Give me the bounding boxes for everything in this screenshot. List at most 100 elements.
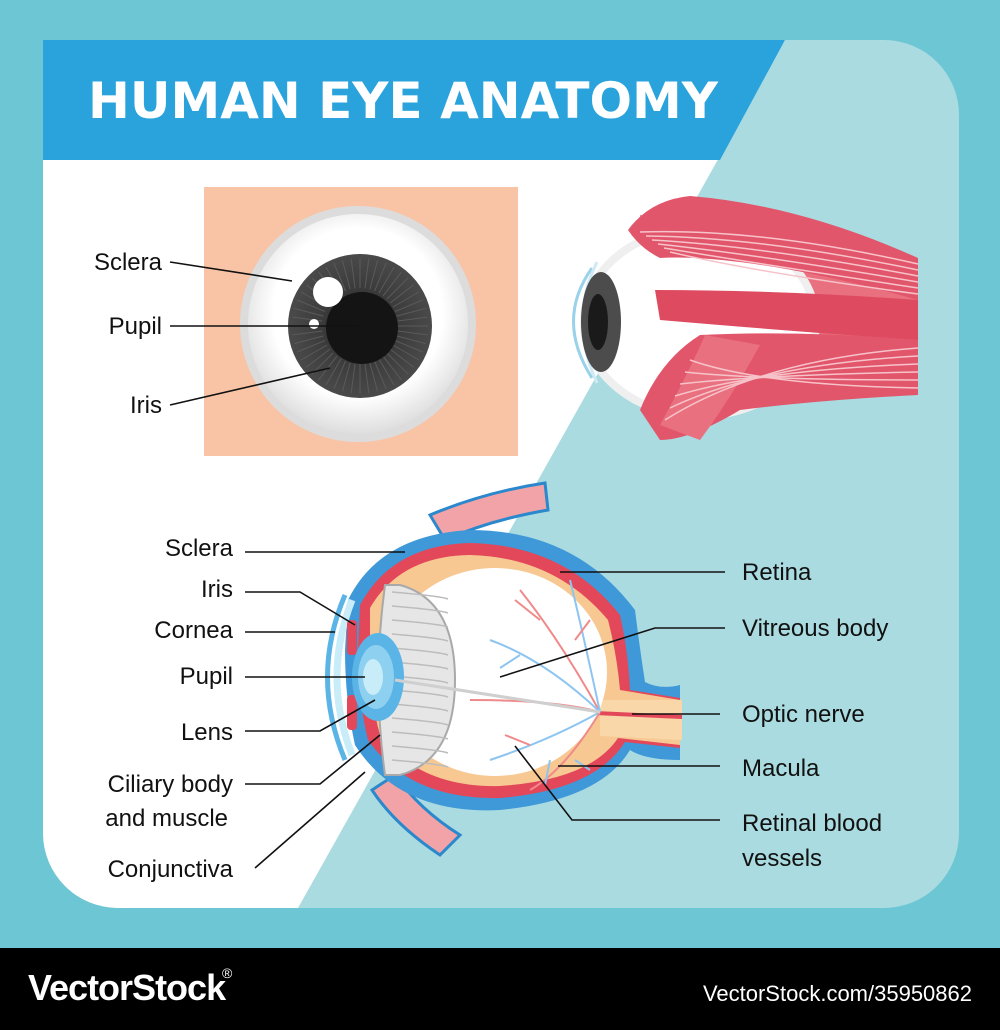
iris-upper [347, 620, 357, 655]
blood-vessel [519, 589, 601, 713]
iris-fiber [296, 299, 326, 312]
muscle-top-fibers [639, 230, 919, 295]
label-conjunctiva: Conjunctiva [108, 856, 234, 883]
blood-vessel [544, 759, 551, 786]
muscle-fiber [684, 371, 919, 381]
muscle-fiber [663, 247, 919, 289]
leader-iris-front [169, 367, 331, 406]
iris-fiber [397, 316, 428, 322]
footer-reg-mark: ® [222, 965, 233, 981]
footer-url: VectorStock.com/35950862 [703, 981, 972, 1006]
ciliary-ribs [391, 591, 449, 768]
iris-fiber [300, 344, 328, 361]
iris-fiber [396, 307, 426, 317]
label-sclera-front: Sclera [94, 249, 163, 276]
blood-vessel [514, 599, 541, 621]
iris-fiber [382, 271, 402, 297]
iris-fiber [369, 260, 379, 290]
label-optic-nerve: Optic nerve [742, 701, 865, 728]
muscle-fiber [689, 359, 919, 389]
label-retinal-vessels-line1: Retinal blood [742, 810, 882, 837]
ciliary-rib [391, 731, 449, 740]
muscle-fiber [651, 239, 919, 277]
leader-retinal-vessels [514, 745, 720, 821]
leader-lens-cs [245, 699, 376, 732]
iris-fiber [364, 363, 370, 394]
iris-fiber [397, 330, 428, 336]
label-ciliary-line1: Ciliary body [108, 771, 233, 798]
highlight-small [309, 319, 319, 329]
label-iris-cs: Iris [201, 576, 233, 603]
blood-vessel [504, 734, 531, 746]
leader-conjunctiva-cs [254, 771, 366, 869]
side-view-eyeball [572, 196, 919, 440]
iris-fiber [364, 258, 370, 289]
optic-nerve-vessel [594, 711, 683, 719]
iris-fiber [333, 262, 346, 292]
blood-vessel [529, 711, 601, 791]
muscle-fiber [669, 251, 919, 295]
iris-fiber [369, 362, 379, 392]
retinal-blood-vessels [394, 579, 601, 791]
iris-fiber [378, 358, 395, 386]
label-macula: Macula [742, 755, 820, 782]
label-lens-cs: Lens [181, 719, 233, 746]
iris-fiber [389, 284, 415, 304]
iris-fiber [396, 335, 426, 345]
optic-nerve-shape [600, 700, 682, 740]
ciliary-rib [391, 759, 449, 768]
leader-ciliary-cs [245, 734, 381, 785]
footer-bar [0, 948, 1000, 1030]
cornea-side [572, 267, 594, 379]
blood-vessel [569, 579, 601, 713]
blood-vessel [574, 619, 591, 641]
iris-fiber [296, 340, 326, 353]
ciliary-rib [391, 717, 449, 726]
label-pupil-front: Pupil [109, 313, 162, 340]
iris-fiber [294, 307, 324, 317]
label-retina: Retina [742, 559, 812, 586]
blood-vessel [499, 654, 521, 669]
muscle-fiber [674, 363, 919, 397]
ciliary-rib [391, 633, 449, 642]
front-view: Sclera Pupil Iris [94, 187, 518, 456]
iris-fiber [341, 260, 351, 290]
label-retinal-vessels-line2: vessels [742, 845, 822, 872]
muscle-fiber [679, 371, 919, 385]
title-banner: HUMAN EYE ANATOMY [43, 40, 785, 160]
iris-fiber [341, 362, 351, 392]
iris-fiber [382, 355, 402, 381]
label-iris-front: Iris [130, 392, 162, 419]
iris-fiber [392, 291, 420, 308]
iris-fiber [350, 258, 356, 289]
footer: VectorStock ® VectorStock.com/35950862 [0, 948, 1000, 1030]
muscle-middle [655, 290, 918, 340]
muscle-top [628, 196, 918, 300]
label-cornea-cs: Cornea [154, 617, 233, 644]
iris-fiber [378, 266, 395, 294]
iris-fiber [389, 348, 415, 368]
ciliary-rib [391, 619, 449, 628]
muscle-fiber [664, 347, 919, 421]
iris-fiber [392, 344, 420, 361]
footer-brand: VectorStock [28, 967, 227, 1008]
ciliary-rib [391, 591, 449, 600]
blood-vessel [574, 759, 591, 771]
iris-fiber [333, 360, 346, 390]
pupil-front [326, 292, 398, 364]
lens-core [363, 659, 383, 695]
iris-fiber [394, 340, 424, 353]
iris-fiber [325, 358, 342, 386]
blood-vessel [489, 711, 601, 761]
iris-fiber [374, 360, 387, 390]
label-pupil-cs: Pupil [180, 663, 233, 690]
iris-fiber [386, 277, 409, 300]
label-sclera-cs: Sclera [165, 535, 234, 562]
cross-section: Sclera Iris Cornea Pupil Lens Ciliary bo… [105, 481, 888, 883]
ciliary-rib [391, 703, 449, 712]
leader-vitreous [499, 627, 725, 678]
muscle-fiber [657, 243, 919, 283]
iris-fiber [374, 262, 387, 292]
